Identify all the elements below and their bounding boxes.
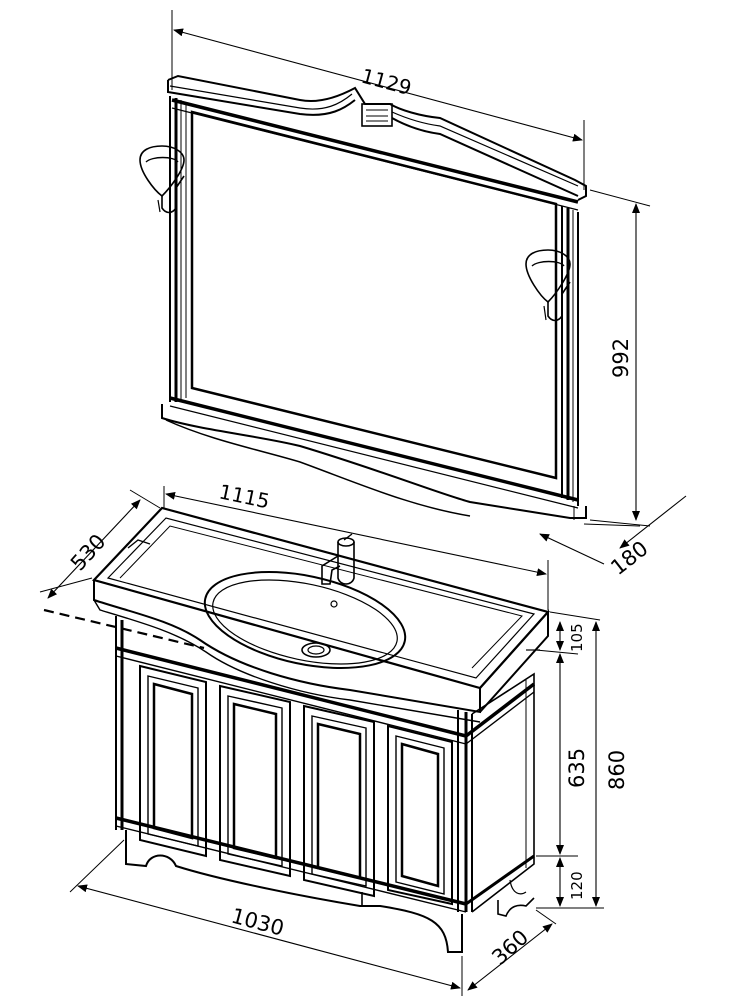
right-sconce <box>525 249 571 322</box>
door-4 <box>387 724 453 906</box>
dim-top-width: 1115 <box>217 479 272 513</box>
door-2 <box>219 684 291 878</box>
dim-base-depth: 360 <box>487 925 533 970</box>
dim-mirror-width: 1129 <box>359 64 414 100</box>
dim-counter-thickness: 105 <box>568 623 586 652</box>
dimension-lines <box>39 10 687 996</box>
basin-inner <box>212 579 398 665</box>
left-sconce <box>139 145 185 214</box>
mirror <box>139 74 587 520</box>
overflow-hole <box>330 600 338 608</box>
dim-total-height: 860 <box>605 750 629 790</box>
dim-leg-height: 120 <box>568 871 586 900</box>
dim-mirror-height: 992 <box>609 338 633 378</box>
drain <box>301 642 331 658</box>
vanity <box>43 506 551 953</box>
dim-base-width: 1030 <box>229 904 287 941</box>
door-1 <box>139 664 207 858</box>
dim-mirror-depth: 180 <box>606 536 652 580</box>
mirror-glass <box>190 110 558 480</box>
basin-outer <box>203 571 407 669</box>
crown-ornament <box>361 103 393 127</box>
dim-body-height: 635 <box>565 748 589 788</box>
